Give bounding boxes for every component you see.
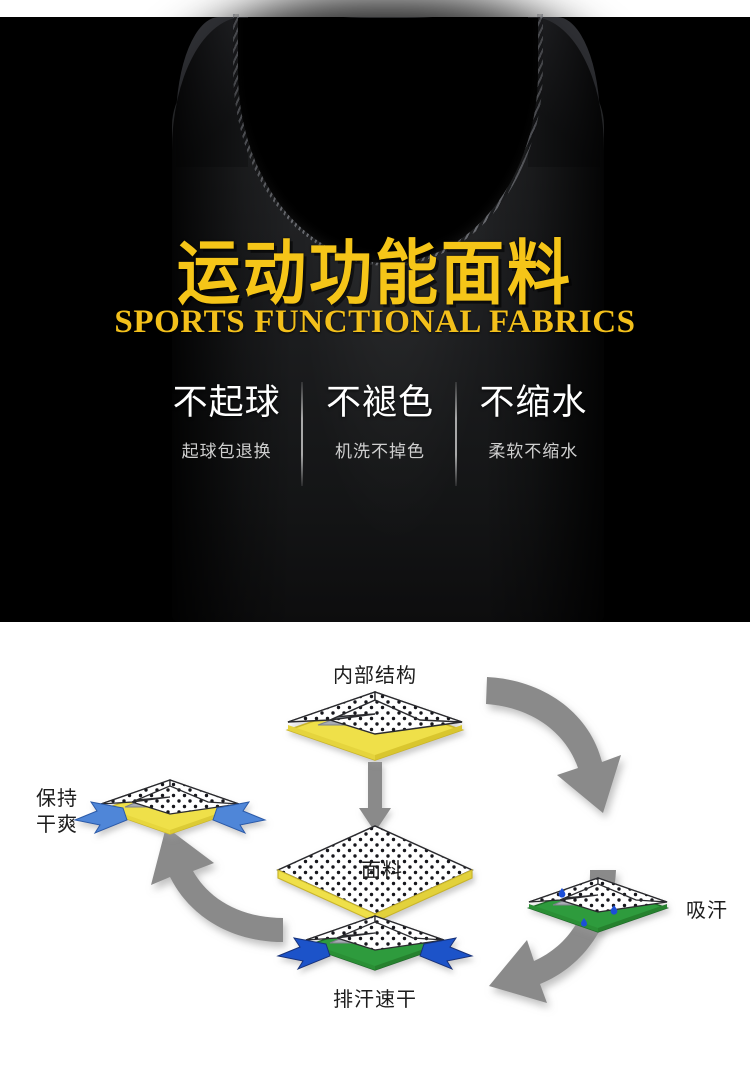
top-white-strip	[0, 0, 750, 17]
feature-title: 不起球	[172, 383, 281, 423]
outward-arrow-icon	[73, 801, 267, 835]
swatch-wick-quick-dry	[276, 915, 474, 971]
feature-title: 不缩水	[479, 383, 588, 423]
outward-arrow-icon	[276, 937, 474, 971]
swatch-inner-structure	[285, 691, 465, 761]
fabric-moisture-cycle-diagram: 内部结构 面料	[0, 622, 750, 1067]
node-label-stay-dry-line1: 保持	[36, 786, 78, 810]
feature-subtitle: 起球包退换	[181, 442, 272, 462]
arrow-bottom-left-icon	[151, 827, 283, 942]
feature-subtitle: 机洗不掉色	[334, 442, 425, 462]
diagram-canvas: 内部结构 面料	[36, 663, 728, 1011]
feature-item-no-fading: 不褪色 机洗不掉色	[303, 378, 457, 490]
swatch-fabric	[276, 825, 474, 923]
node-label-fabric: 面料	[361, 858, 403, 882]
node-label-wick-quick-dry: 排汗速干	[333, 987, 417, 1011]
arrow-bottom-right-icon	[489, 870, 616, 1003]
swatch-absorb-sweat	[526, 877, 670, 933]
node-label-inner-structure: 内部结构	[333, 663, 417, 687]
swatch-stay-dry	[73, 779, 267, 835]
arrow-top-right-icon	[486, 677, 621, 813]
feature-item-no-shrinking: 不缩水 柔软不缩水	[457, 378, 610, 490]
page-title-chinese: 运动功能面料	[177, 232, 573, 315]
water-droplet-icon	[558, 888, 618, 927]
garment-shadow-right	[484, 17, 604, 622]
feature-list: 不起球 起球包退换 不褪色 机洗不掉色 不缩水 柔软不缩水	[150, 378, 610, 490]
feature-divider	[454, 382, 457, 486]
arrow-center-up-icon	[359, 762, 391, 832]
page-title-english: SPORTS FUNCTIONAL FABRICS	[114, 304, 636, 341]
node-label-absorb-sweat: 吸汗	[686, 898, 728, 922]
feature-item-no-pilling: 不起球 起球包退换	[150, 378, 304, 490]
feature-subtitle: 柔软不缩水	[488, 442, 579, 462]
garment-shadow-left	[172, 17, 292, 622]
feature-divider	[301, 382, 304, 486]
feature-title: 不褪色	[325, 383, 434, 423]
node-label-stay-dry-line2: 干爽	[36, 812, 78, 836]
hero-banner: 运动功能面料 SPORTS FUNCTIONAL FABRICS 不起球 起球包…	[0, 0, 750, 622]
